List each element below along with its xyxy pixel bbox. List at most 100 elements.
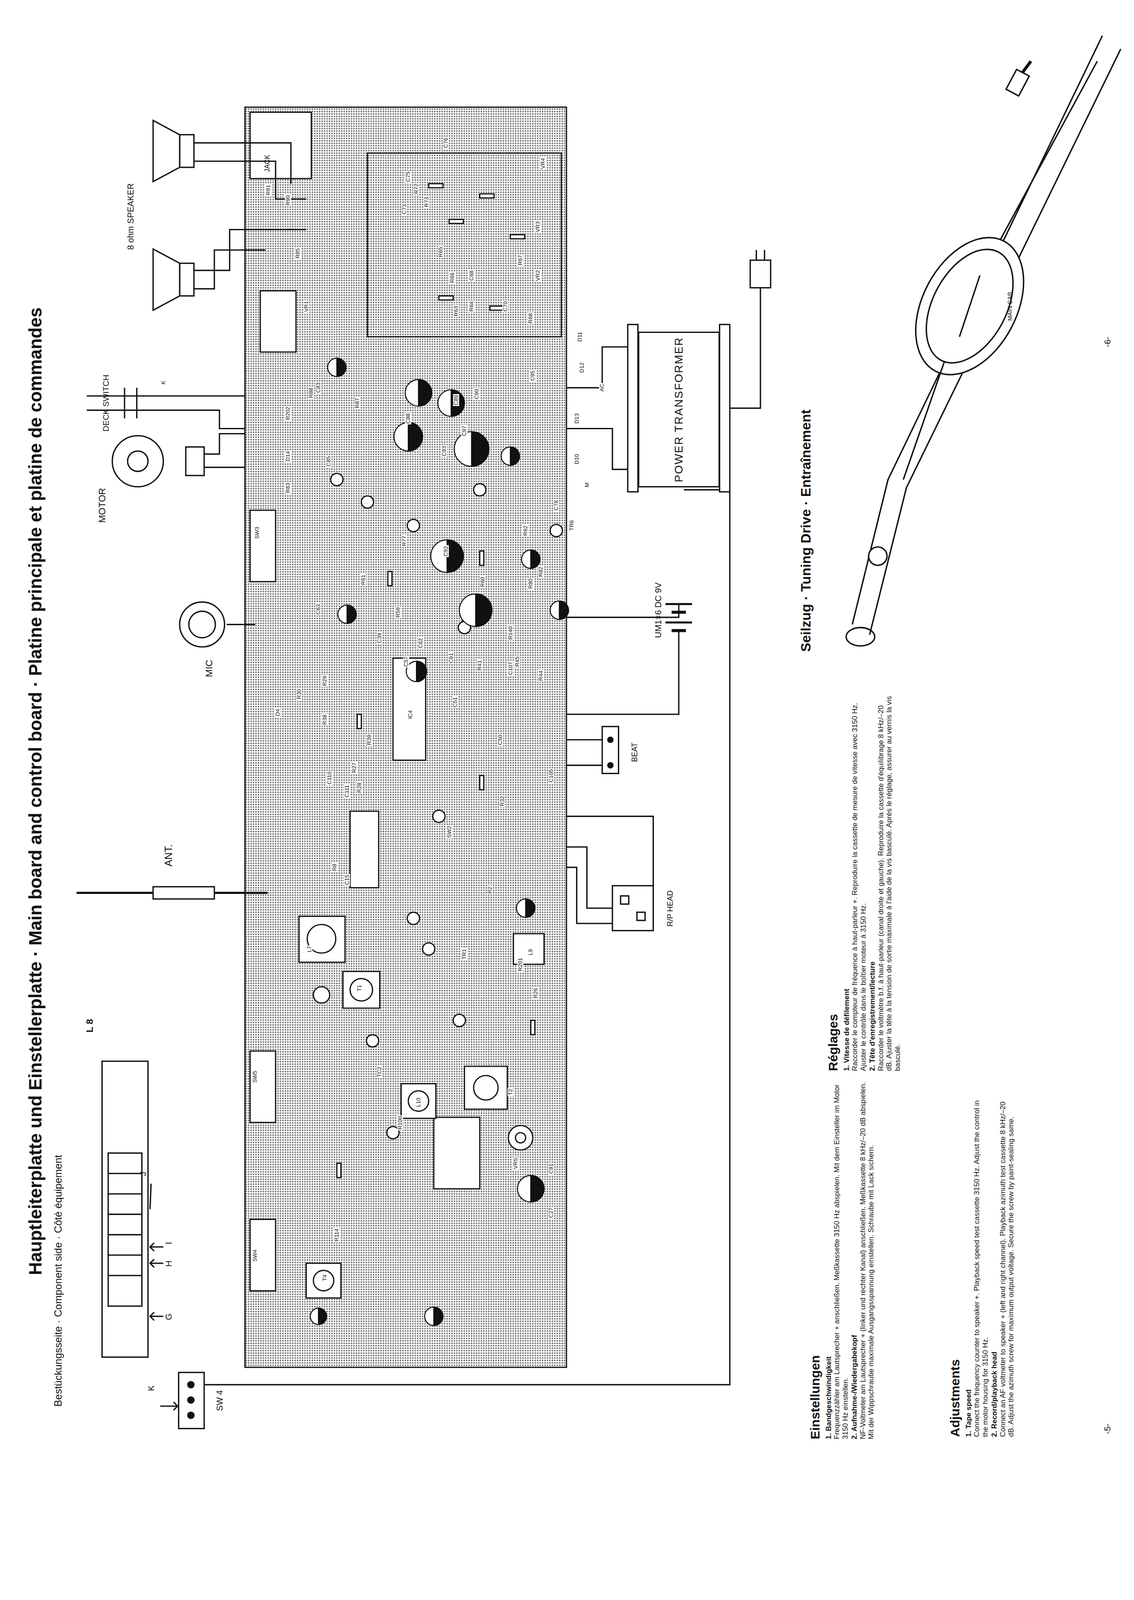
tuning-drive [959,275,980,337]
electrolytic-capacitors [310,1308,327,1325]
title: Hauptleiterplatte und Einstellerplatte ·… [25,307,46,1275]
external-parts [188,611,216,638]
component-ref: C15 [344,873,351,886]
electrolytic-capacitors [447,539,464,573]
circuit-board [510,234,525,239]
terminal-label: G [163,1313,174,1321]
step-text: Raccorder le voltmètre b.f. à haut-parle… [876,694,903,1072]
external-parts [620,896,629,905]
adjustment-section: Adjustments1. Tape speedConnect the freq… [947,1094,1017,1437]
external-parts [108,1274,143,1277]
circuit-board [330,473,344,486]
component-ref: C90 [473,388,480,401]
component-ref: R201 [517,957,524,973]
step-heading: 1. Vitesse de défilement [842,694,852,1072]
circuit-board [249,1219,276,1292]
circuit-board [367,153,562,337]
component-ref: C68 [468,269,475,282]
external-parts [755,249,757,261]
component-ref: C57 [403,655,410,668]
component-ref: L9 [527,948,534,956]
component-ref: K [160,379,167,386]
component-ref: R64 [468,300,475,313]
wires [160,1405,178,1407]
step-heading: 2. Aufnahme-/Wiedergabekopf [850,1081,859,1440]
component-ref: C83 [315,381,322,394]
circuit-board [428,183,443,188]
external-parts [607,762,613,768]
circuit-board [479,775,484,790]
external-parts [153,886,215,900]
component-ref: C73 [400,203,407,216]
component-ref: L7 [306,945,313,953]
component-ref: R44 [537,669,544,682]
adjustment-section: Réglages1. Vitesse de défilement Raccorde… [826,694,903,1072]
speakers [153,120,194,311]
circuit-board [299,916,345,962]
circuit-board [249,510,276,582]
component-ref: R59 [394,606,401,619]
tuning-drive [893,219,1046,393]
section-heading: Réglages [826,694,842,1072]
step-text: Connect an AF voltmeter to speaker + (le… [998,1094,1016,1437]
external-parts [671,629,686,633]
terminal-label: K [146,1385,156,1391]
component-ref: R30 [296,688,303,701]
component-ref: C110 [326,770,333,785]
component-ref: VR5 [512,1157,519,1170]
subtitle: Bestückungsseite · Component side · Côté… [52,1154,64,1407]
component-ref: R26 [532,987,539,1000]
component-ref: L10 [415,1096,422,1108]
external-parts [665,621,692,624]
component-ref: R61 [360,573,367,586]
component-ref: C85 [325,455,332,468]
part-label: JACK [263,154,272,173]
step-text: Connect the frequency counter to speaker… [972,1094,990,1437]
component-ref: D12 [578,361,585,374]
circuit-board [464,1066,508,1110]
wires [123,387,125,419]
circuit-board [336,1163,342,1178]
electrolytic-capacitors [510,446,520,466]
circuit-board [473,483,487,496]
component-ref: C89 [453,394,460,407]
electrolytic-capacitors [418,379,432,407]
external-parts [187,1381,194,1388]
wires [150,1183,152,1210]
circuit-board [350,978,373,1001]
component-ref: R100 [397,1115,404,1131]
wires [193,142,291,184]
component-ref: C93 [440,445,447,458]
component-ref: R39 [366,733,373,746]
component-ref: R41 [476,659,483,672]
speakers [153,249,180,311]
part-label: UM1×6 DC 9V [653,582,663,639]
external-parts [636,912,645,921]
component-ref: R67 [517,254,524,267]
component-ref: R38 [321,713,328,726]
component-ref: R83 [284,481,291,494]
component-ref: C92 [442,545,449,558]
circuit-board [387,571,392,586]
wires [566,867,613,924]
component-ref: R32 [498,795,505,808]
component-ref: C107 [507,661,514,677]
external-parts [187,1396,194,1403]
component-ref: R140 [507,625,514,641]
electrolytic-capacitors [516,899,535,918]
wires [86,410,246,429]
circuit-board [473,1075,499,1100]
electrolytic-capacitors [475,593,493,627]
component-ref: C63 [315,603,322,616]
electrolytic-capacitors [408,422,423,452]
tuning-drive [868,546,888,566]
circuit-board [432,810,446,823]
component-ref: SW3 [254,525,261,540]
part-label: R/P HEAD [666,890,675,927]
circuit-board [361,495,374,509]
component-ref: C111 [344,783,351,799]
component-ref: R87 [354,397,361,410]
wires [204,466,245,469]
wires [193,161,306,199]
component-ref: R114 [333,1227,340,1243]
